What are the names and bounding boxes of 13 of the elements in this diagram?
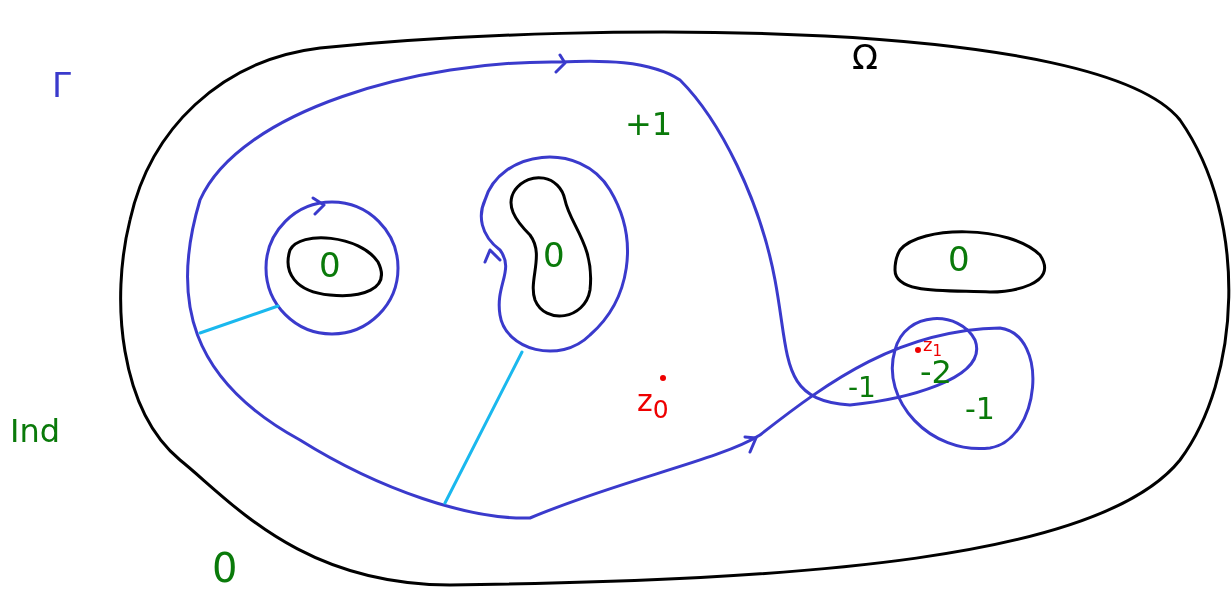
point-label: z$_{1}$ xyxy=(923,336,942,359)
winding-number: 0 xyxy=(319,248,341,282)
winding-number: 0 xyxy=(948,242,970,276)
winding-number: +1 xyxy=(625,108,673,140)
winding-number: -2 xyxy=(920,356,952,388)
winding-number: 0 xyxy=(212,548,238,588)
winding-number: -1 xyxy=(848,374,876,402)
region-symbol: Ω xyxy=(852,40,878,74)
point-label: z$_{0}$ xyxy=(637,386,669,422)
index-symbol: Ind xyxy=(10,415,61,447)
winding-number: 0 xyxy=(543,238,565,272)
curve-symbol: Γ xyxy=(52,68,71,102)
winding-number: -1 xyxy=(965,394,995,424)
